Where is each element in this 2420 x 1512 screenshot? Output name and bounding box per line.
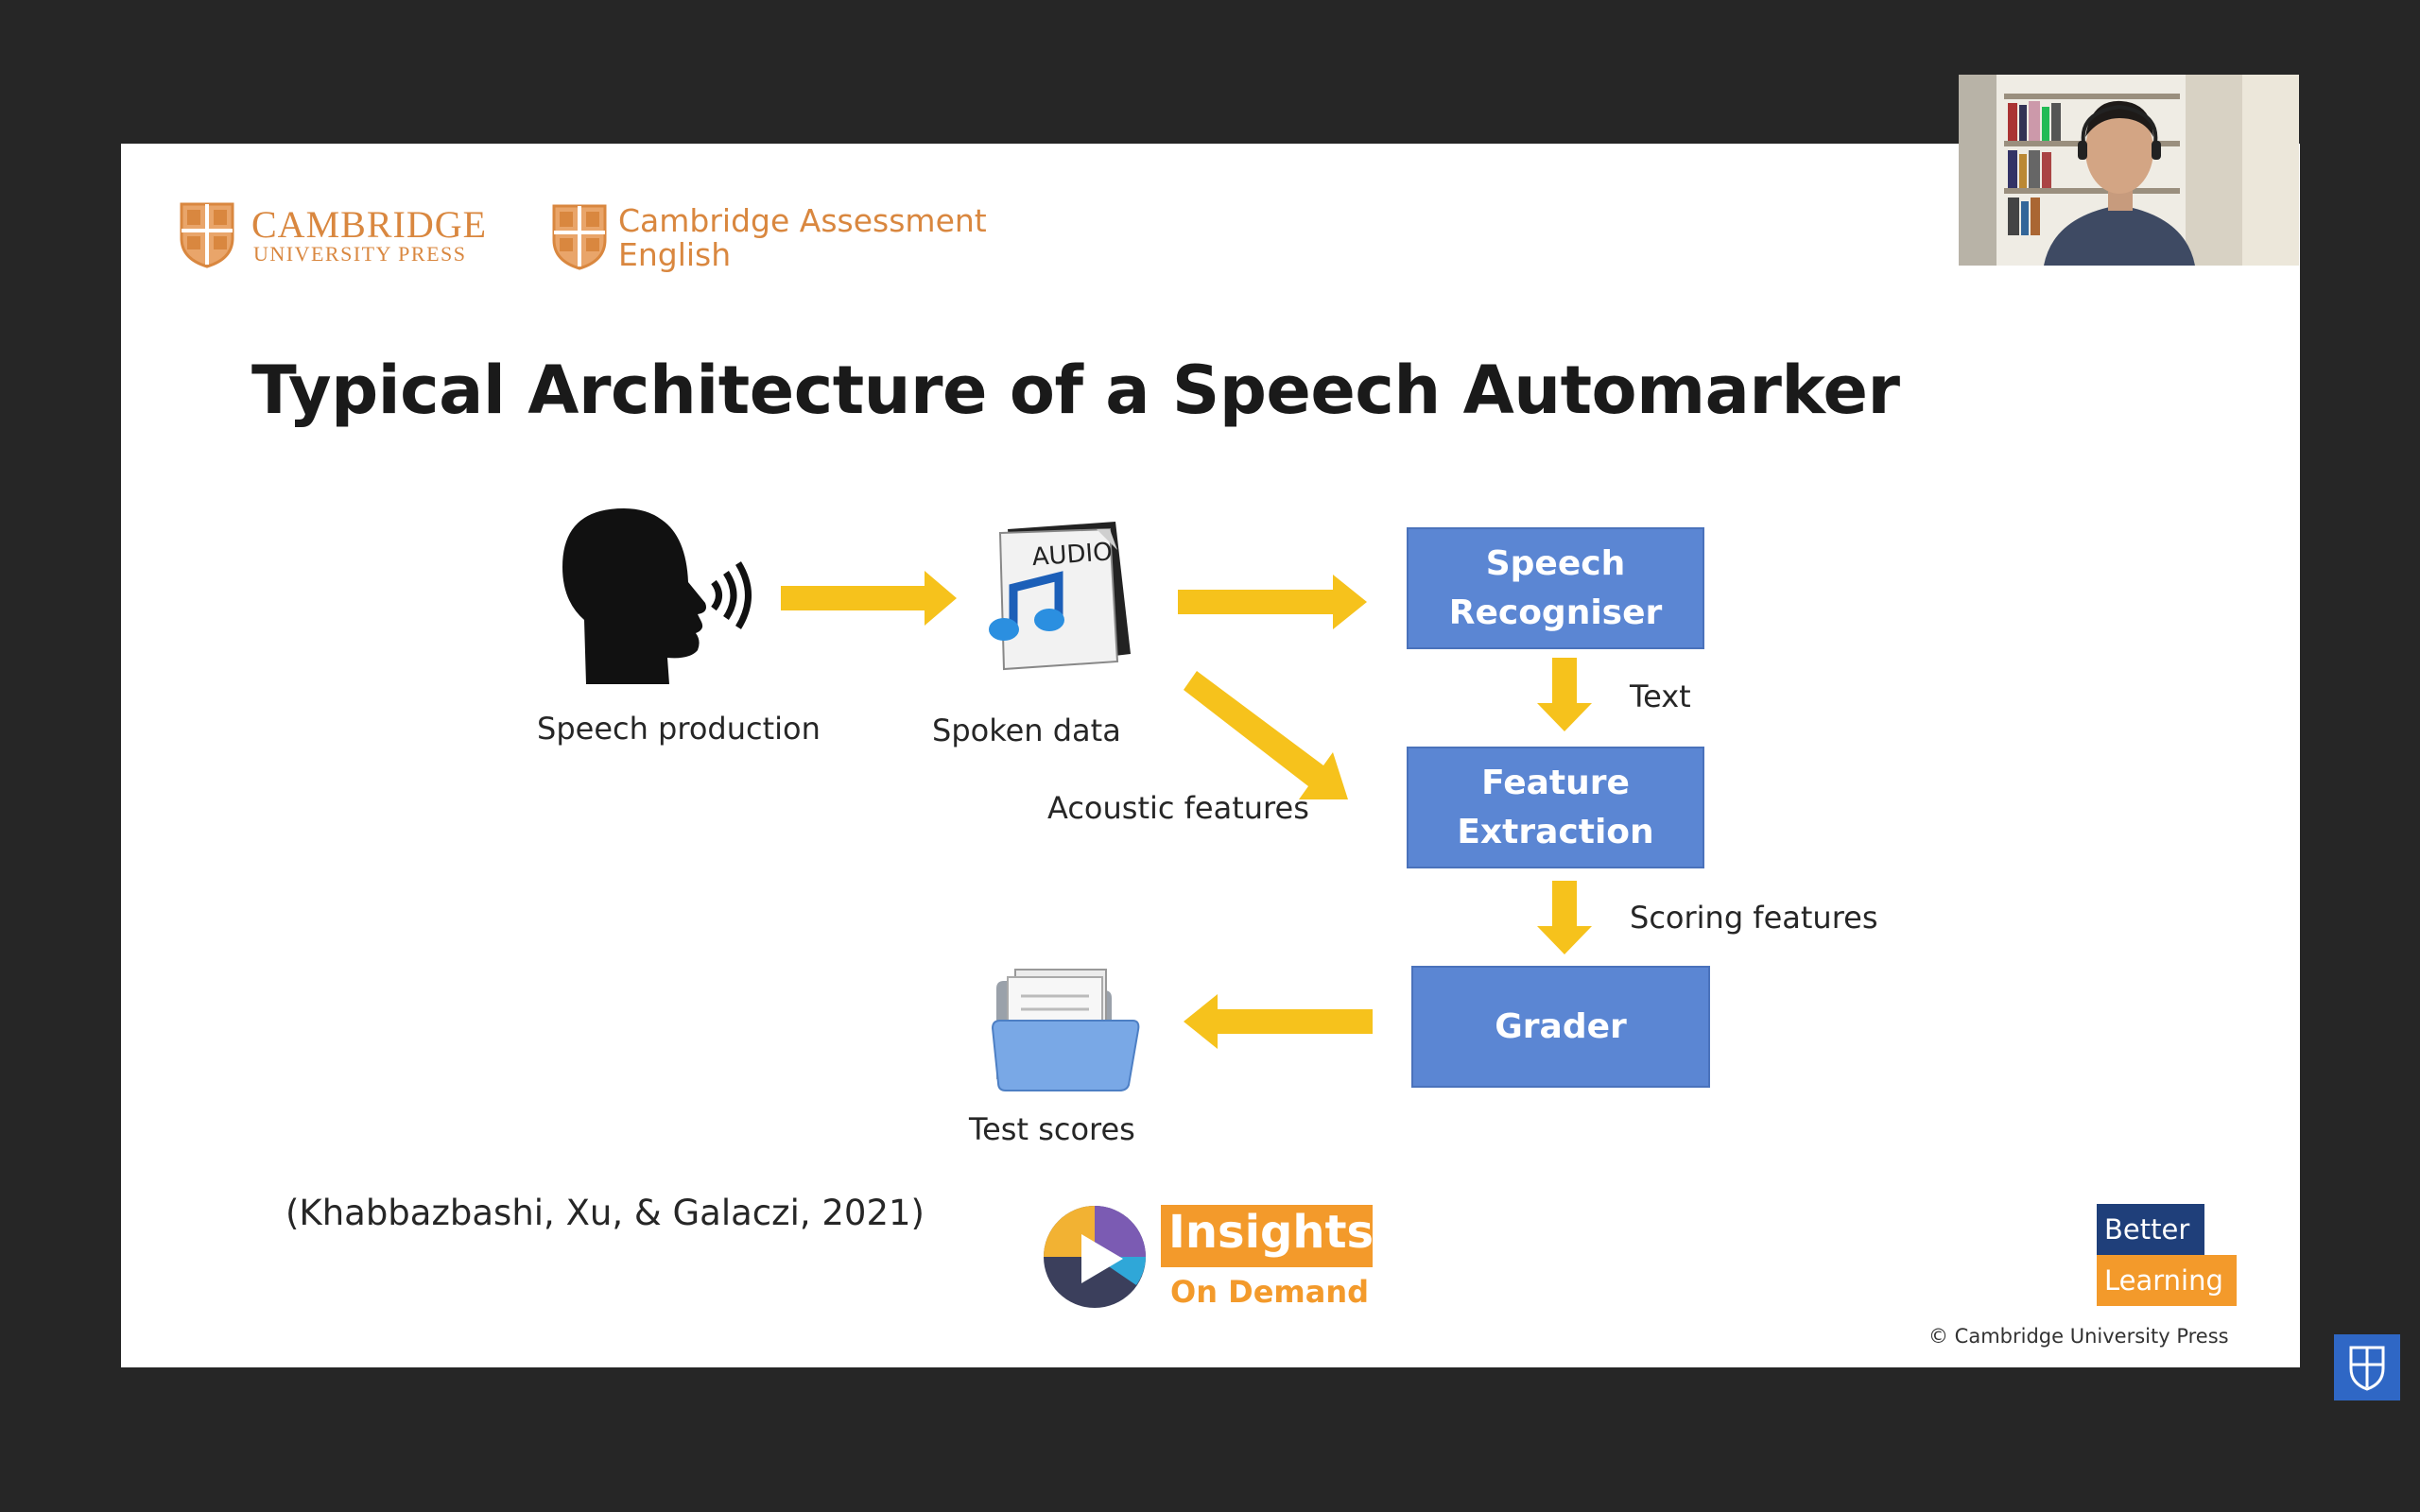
scoring-features-label: Scoring features [1630, 900, 1878, 936]
speech-production-label: Speech production [537, 711, 821, 747]
cup-logo-line1: CAMBRIDGE [251, 203, 488, 246]
shield-icon [2349, 1346, 2385, 1391]
presentation-slide [121, 144, 2300, 1367]
spoken-data-label: Spoken data [932, 713, 1121, 748]
cambridge-assessment-crest-icon [552, 204, 607, 270]
feature-extraction-line2: Extraction [1457, 812, 1654, 851]
cambridge-shield-button[interactable] [2334, 1334, 2400, 1400]
speech-recogniser-box: Speech Recogniser [1407, 527, 1704, 649]
cae-logo-line1: Cambridge Assessment [618, 202, 987, 239]
slide-title: Typical Architecture of a Speech Automar… [251, 352, 1900, 429]
test-scores-label: Test scores [969, 1111, 1135, 1147]
feature-extraction-line1: Feature [1481, 763, 1630, 802]
speaking-head-icon [562, 508, 752, 684]
better-learning-logo-line1: Better [2097, 1204, 2204, 1255]
feature-extraction-box: Feature Extraction [1407, 747, 1704, 868]
cup-logo-line2: UNIVERSITY PRESS [253, 242, 467, 266]
folder-documents-icon [991, 969, 1140, 1091]
webcam-video-thumbnail[interactable] [1959, 75, 2299, 266]
audio-label: AUDIO [1031, 538, 1114, 572]
presenter-video-icon [1959, 75, 2299, 266]
insights-play-logo-icon [1044, 1206, 1146, 1308]
text-edge-label: Text [1630, 679, 1691, 714]
grader-label: Grader [1495, 1006, 1627, 1046]
insights-logo-line2: On Demand [1170, 1274, 1370, 1310]
cambridge-crest-icon [180, 202, 234, 268]
better-learning-logo-line2: Learning [2097, 1255, 2237, 1306]
copyright-notice: © Cambridge University Press [1928, 1325, 2229, 1348]
speech-recogniser-line2: Recogniser [1448, 593, 1663, 632]
insights-logo-line1: Insights [1168, 1206, 1374, 1259]
citation: (Khabbazbashi, Xu, & Galaczi, 2021) [285, 1193, 925, 1233]
grader-box: Grader [1411, 966, 1710, 1088]
insights-logo-bg [1161, 1205, 1373, 1267]
speech-recogniser-line1: Speech [1485, 543, 1626, 583]
cae-logo-line2: English [618, 236, 732, 273]
acoustic-features-label: Acoustic features [1047, 790, 1309, 826]
audio-file-icon: AUDIO [989, 522, 1131, 671]
